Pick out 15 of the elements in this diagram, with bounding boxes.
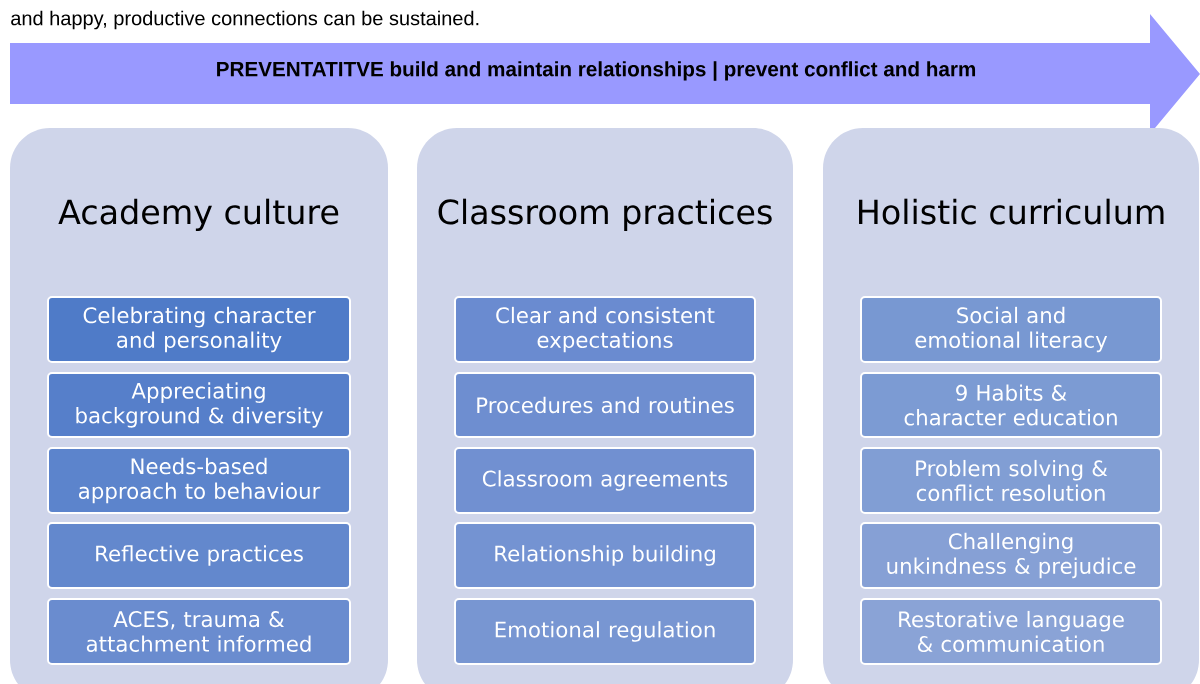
item-box: Classroom agreements [454, 447, 756, 514]
item-box: Restorative language & communication [860, 598, 1162, 665]
item-box: Celebrating character and personality [47, 296, 351, 363]
item-box: Needs-based approach to behaviour [47, 447, 351, 514]
item-box: Appreciating background & diversity [47, 372, 351, 438]
item-box: Reflective practices [47, 522, 351, 589]
item-box: ACES, trauma & attachment informed [47, 598, 351, 665]
item-box: Clear and consistent expectations [454, 296, 756, 363]
item-box: Problem solving & conflict resolution [860, 447, 1162, 514]
item-box: Procedures and routines [454, 372, 756, 438]
item-box: Relationship building [454, 522, 756, 589]
item-box: Challenging unkindness & prejudice [860, 522, 1162, 589]
item-box: Emotional regulation [454, 598, 756, 665]
item-box: Social and emotional literacy [860, 296, 1162, 363]
item-box: 9 Habits & character education [860, 372, 1162, 438]
